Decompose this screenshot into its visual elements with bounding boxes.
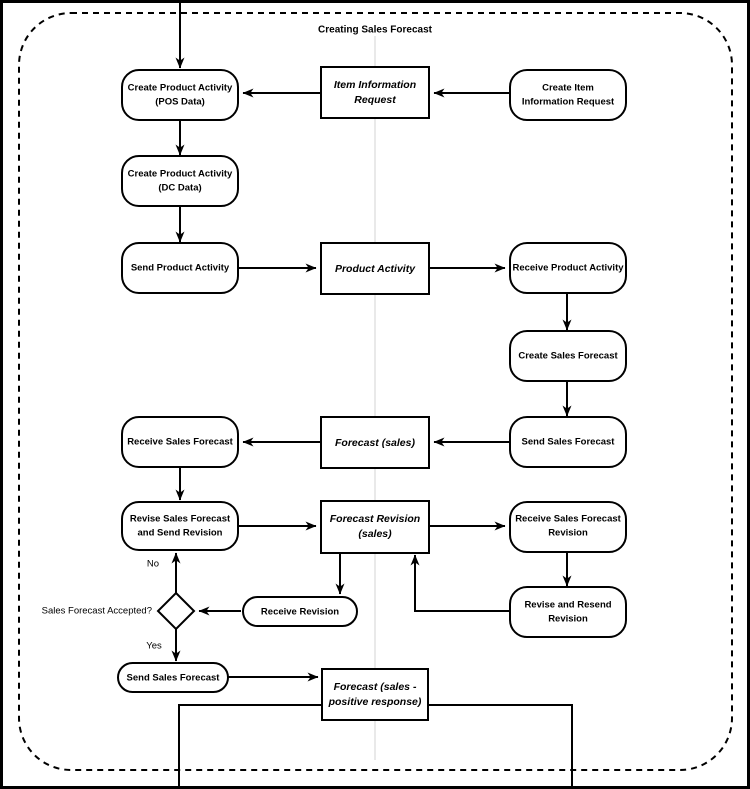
node-forecast-sales[interactable]: Forecast (sales) [320,416,430,469]
node-shape-diamond[interactable] [156,591,196,631]
node-label-line1: Receive Revision [261,607,339,618]
node-receive-product-activity[interactable]: Receive Product Activity [509,242,627,294]
node-label-line1: Send Product Activity [131,263,230,274]
node-label-line1: Product Activity [335,263,416,275]
node-label-line1: Revise Sales Forecast [130,514,231,525]
edge-forecast-positive-response-exit-right [428,704,573,789]
node-shape-rounded[interactable] [509,242,627,294]
node-shape-rounded[interactable] [121,242,239,294]
node-label-line1: Revise and Resend [524,600,611,611]
node-send-sales-forecast-bottom[interactable]: Send Sales Forecast [117,662,229,693]
node-revise-and-resend-revision[interactable]: Revise and Resend Revision [509,586,627,638]
node-revise-sales-forecast-and-send-revision[interactable]: Revise Sales Forecast and Send Revision [121,501,239,551]
diagram-title: Creating Sales Forecast [318,25,433,36]
node-label-line1: Item Information [334,79,416,91]
node-create-product-activity-dc[interactable]: Create Product Activity (DC Data) [121,155,239,207]
node-shape-rounded[interactable] [121,155,239,207]
node-label-line2: Information Request [522,97,615,108]
node-item-information-request[interactable]: Item Information Request [320,66,430,119]
node-receive-sales-forecast-revision[interactable]: Receive Sales Forecast Revision [509,501,627,553]
node-forecast-revision-sales[interactable]: Forecast Revision (sales) [320,500,430,554]
node-shape-document[interactable] [320,500,430,554]
node-shape-rounded[interactable] [121,501,239,551]
node-shape-document[interactable] [320,242,430,295]
node-create-item-information-request[interactable]: Create Item Information Request [509,69,627,121]
node-label-line1: Receive Sales Forecast [127,437,233,448]
node-shape-rounded[interactable] [509,69,627,121]
edge-label-no: No [147,559,159,570]
node-forecast-positive-response[interactable]: Forecast (sales - positive response) [321,668,429,721]
node-shape-rounded[interactable] [121,69,239,121]
node-label-line1: Create Product Activity [128,169,233,180]
node-label-line1: Receive Sales Forecast [515,514,621,525]
node-send-product-activity[interactable]: Send Product Activity [121,242,239,294]
decision-question-label: Sales Forecast Accepted? [42,606,152,617]
node-label-line2: (DC Data) [158,183,201,194]
node-receive-sales-forecast[interactable]: Receive Sales Forecast [121,416,239,468]
node-shape-document[interactable] [320,66,430,119]
node-receive-revision[interactable]: Receive Revision [242,596,358,627]
node-create-sales-forecast[interactable]: Create Sales Forecast [509,330,627,382]
node-create-product-activity-pos[interactable]: Create Product Activity (POS Data) [121,69,239,121]
node-label-line1: Send Sales Forecast [522,437,616,448]
node-shape-rounded[interactable] [509,501,627,553]
node-label-line2: and Send Revision [138,528,223,539]
node-shape-rounded[interactable] [242,596,358,627]
edge-label-yes: Yes [146,641,162,652]
node-decision-sales-forecast-accepted[interactable]: Sales Forecast Accepted? [42,591,196,631]
node-label-line1: Forecast (sales) [335,437,415,449]
node-label-line2: (POS Data) [155,97,205,108]
node-label-line1: Forecast (sales - [334,681,417,693]
node-label-line1: Forecast Revision [330,513,420,525]
node-product-activity[interactable]: Product Activity [320,242,430,295]
node-shape-document[interactable] [321,668,429,721]
node-label-line2: positive response) [328,696,422,708]
node-shape-rounded[interactable] [509,416,627,468]
node-label-line2: Revision [548,528,588,539]
node-shape-document[interactable] [320,416,430,469]
node-label-line2: Request [354,94,396,106]
edge-revise-and-resend-to-forecast-revision-loop [410,554,510,612]
node-label-line1: Create Product Activity [128,83,233,94]
node-label-line1: Create Item [542,83,594,94]
pool-boundary [18,12,733,771]
node-shape-rounded[interactable] [509,330,627,382]
node-label-line1: Receive Product Activity [512,263,624,274]
node-shape-rounded[interactable] [117,662,229,693]
node-shape-rounded[interactable] [509,586,627,638]
node-label-line1: Create Sales Forecast [518,351,618,362]
node-label-line2: Revision [548,614,588,625]
node-label-line1: Send Sales Forecast [127,673,221,684]
node-shape-rounded[interactable] [121,416,239,468]
node-send-sales-forecast-right[interactable]: Send Sales Forecast [509,416,627,468]
connectors [171,0,573,789]
node-label-line2: (sales) [358,528,392,540]
edge-forecast-positive-response-exit-left [178,704,322,789]
